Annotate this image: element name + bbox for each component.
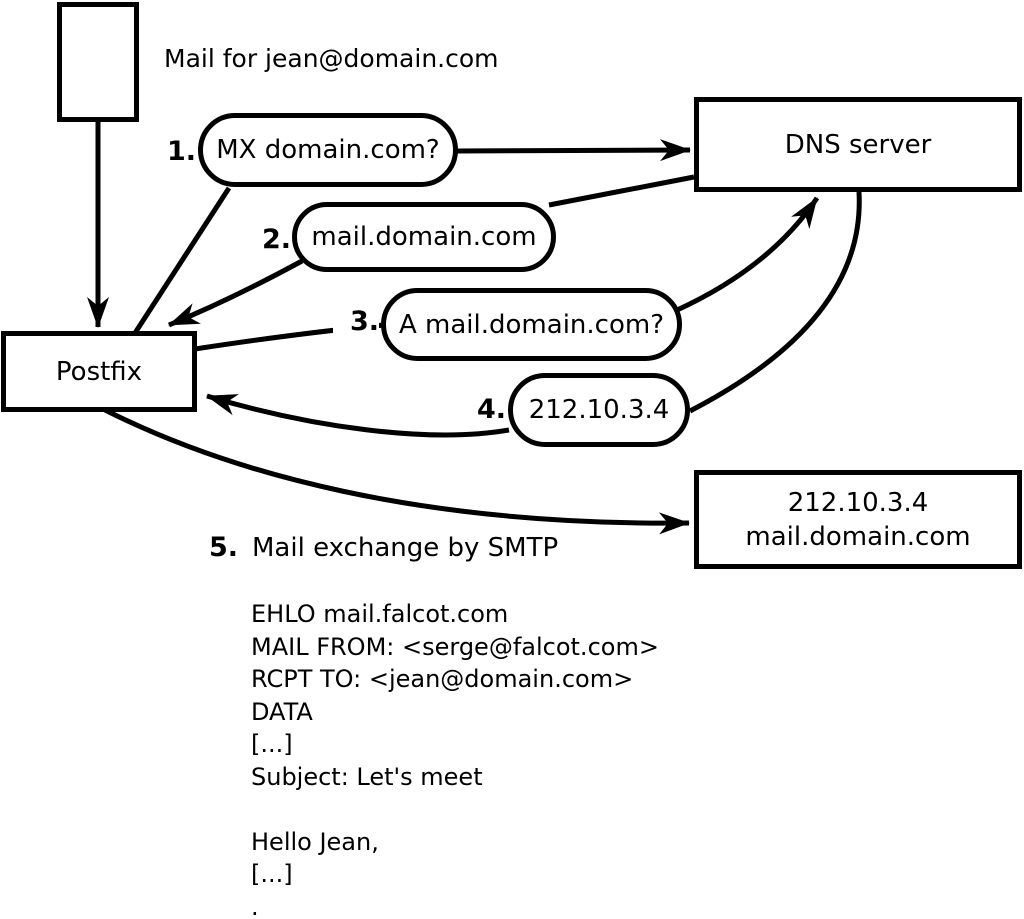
step-number-5: 5.: [192, 531, 238, 565]
line-dns-to-reply4: [688, 191, 862, 414]
step-number-1: 1.: [150, 135, 196, 169]
mail-message-box: [57, 2, 139, 122]
pill-mx-answer-label: mail.domain.com: [311, 222, 537, 252]
smtp-line-mail-from: MAIL FROM: <serge@falcot.com>: [251, 632, 659, 661]
smtp-line-terminator: .: [251, 892, 259, 919]
pill-mx-query: MX domain.com?: [198, 113, 458, 187]
dns-server-box: DNS server: [694, 97, 1022, 192]
mailserver-box: 212.10.3.4 mail.domain.com: [694, 470, 1022, 569]
smtp-line-data: DATA: [251, 697, 313, 726]
smtp-line-ellipsis-2: [...]: [251, 860, 293, 888]
smtp-line-ellipsis-1: [...]: [251, 730, 293, 758]
step-5-label: Mail exchange by SMTP: [252, 533, 559, 563]
dns-server-label: DNS server: [784, 129, 932, 160]
pill-mx-query-label: MX domain.com?: [216, 135, 440, 165]
step-number-4: 4.: [460, 393, 506, 427]
smtp-line-blank: [251, 793, 659, 826]
postfix-box: Postfix: [1, 331, 197, 412]
arrow-postfix-to-mailserver: [103, 407, 690, 535]
arrow-reply2-to-postfix: [168, 258, 304, 328]
step-number-3: 3.: [333, 305, 379, 339]
step-number-2: 2.: [245, 223, 291, 257]
postfix-label: Postfix: [55, 356, 143, 387]
smtp-line-subject: Subject: Let's meet: [251, 762, 483, 791]
arrow-reply4-to-postfix: [206, 393, 510, 438]
line-postfix-to-query1: [132, 186, 232, 335]
smtp-line-hello: Hello Jean,: [251, 827, 379, 856]
pill-a-query: A mail.domain.com?: [381, 288, 682, 361]
line-dns-to-reply2: [548, 174, 695, 208]
pill-a-query-label: A mail.domain.com?: [399, 309, 664, 340]
mailserver-label: 212.10.3.4 mail.domain.com: [745, 486, 970, 554]
smtp-line-ehlo: EHLO mail.falcot.com: [251, 600, 509, 628]
pill-a-answer: 212.10.3.4: [508, 373, 690, 447]
smtp-line-rcpt-to: RCPT TO: <jean@domain.com>: [251, 665, 634, 693]
arrow-query3-to-dns: [673, 196, 820, 314]
mail-for-label: Mail for jean@domain.com: [164, 44, 499, 73]
mailserver-hostname: mail.domain.com: [745, 521, 971, 552]
pill-mx-answer: mail.domain.com: [292, 202, 556, 272]
pill-a-answer-label: 212.10.3.4: [528, 395, 670, 425]
mailserver-ip: 212.10.3.4: [787, 487, 929, 518]
arrow-query1-to-dns: [455, 139, 691, 162]
smtp-session-text: EHLO mail.falcot.com MAIL FROM: <serge@f…: [251, 598, 659, 919]
